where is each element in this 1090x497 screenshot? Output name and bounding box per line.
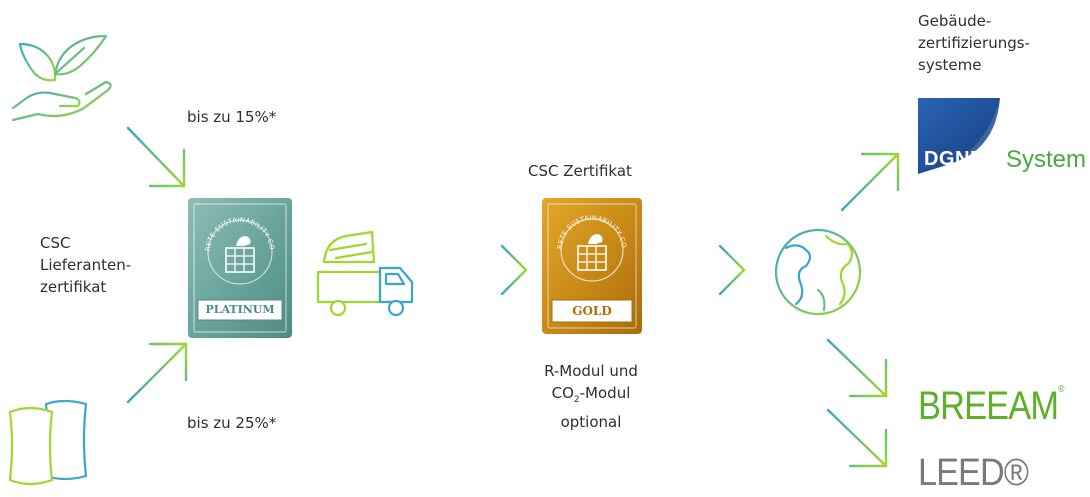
arrow-truck-to-gold (444, 244, 528, 296)
svg-text:CONCRETE SUSTAINABILITY COUNCI: CONCRETE SUSTAINABILITY COUNCIL (542, 198, 628, 249)
csc-platinum-badge (188, 198, 292, 338)
plant-hand-icon (11, 34, 112, 122)
arrow-gold-to-globe (666, 244, 746, 296)
supplier-cert-label: CSC Lieferanten- zertifikat (40, 234, 132, 296)
modules-label: R-Modul und CO2-Modul optional (544, 362, 638, 431)
csc-gold-badge (542, 198, 642, 334)
csc-cert-label: CSC Zertifikat (528, 162, 632, 180)
arrow-globe-to-dgnb (840, 152, 900, 212)
arrow-pillows-to-badge (126, 342, 188, 404)
arrow-globe-to-leed (826, 408, 888, 468)
upper-share-label: bis zu 15%* (187, 108, 277, 126)
breeam-logo: BREEAM® (918, 384, 1065, 428)
pillows-icon (8, 399, 88, 486)
dgnb-logo-system: System (1006, 146, 1087, 173)
lower-share-label: bis zu 25%* (187, 414, 277, 432)
gold-arc-text: CONCRETE SUSTAINABILITY COUNCIL (542, 198, 628, 249)
svg-text:CONCRETE SUSTAINABILITY COUNCI: CONCRETE SUSTAINABILITY COUNCIL (188, 198, 276, 251)
globe-icon (774, 228, 862, 316)
platinum-badge-label: PLATINUM (205, 303, 275, 316)
arrow-globe-to-breeam (826, 338, 888, 398)
building-cert-label: Gebäude- zertifizierungs- systeme (918, 12, 1030, 74)
leed-logo: LEED® (918, 452, 1029, 494)
platinum-arc-text: CONCRETE SUSTAINABILITY COUNCIL (188, 198, 276, 251)
dgnb-logo-word: DGNB (924, 148, 985, 170)
dgnb-logo (918, 98, 1000, 176)
arrow-plant-to-badge (126, 126, 186, 188)
concrete-mixer-truck-icon (316, 230, 414, 317)
gold-badge-label: GOLD (572, 304, 612, 318)
